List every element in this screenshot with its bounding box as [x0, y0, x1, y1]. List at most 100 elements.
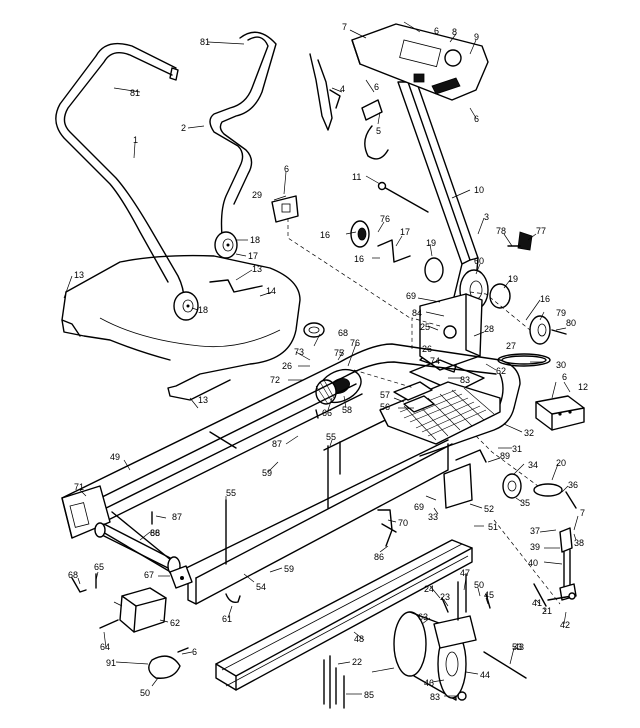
callout-81b: 81 — [130, 88, 140, 98]
console-housing — [351, 23, 489, 101]
callout-6b: 6 — [374, 82, 379, 92]
callout-76a: 76 — [380, 214, 390, 224]
callout-60: 60 — [474, 256, 484, 266]
callout-20: 20 — [556, 458, 566, 468]
fasteners-21-42 — [533, 583, 576, 607]
callout-27: 27 — [506, 341, 516, 351]
callout-85: 85 — [364, 690, 374, 700]
callout-81a: 81 — [200, 37, 210, 47]
pulley-16 — [350, 220, 370, 248]
callout-40: 40 — [528, 558, 538, 568]
callout-3: 3 — [484, 212, 489, 222]
right-handrail — [209, 31, 277, 237]
callout-66b: 66 — [150, 528, 160, 538]
callout-11: 11 — [352, 172, 361, 182]
callout-78: 78 — [496, 226, 506, 236]
callout-75: 75 — [334, 348, 344, 358]
screw-64 — [99, 619, 119, 629]
callout-18a: 18 — [250, 235, 260, 245]
callout-16b: 16 — [354, 254, 364, 264]
callout-6e: 6 — [562, 372, 567, 382]
drive-belt-30 — [497, 353, 551, 367]
callout-77: 77 — [536, 226, 546, 236]
callout-74: 74 — [430, 356, 440, 366]
callout-1: 1 — [133, 135, 138, 145]
callout-22: 22 — [352, 657, 362, 667]
callout-58: 58 — [342, 405, 352, 415]
callout-51: 51 — [488, 522, 498, 532]
callout-25: 25 — [420, 322, 430, 332]
callout-42: 42 — [560, 620, 570, 630]
callout-26b: 26 — [282, 361, 292, 371]
callout-91: 91 — [106, 658, 116, 668]
callout-13a: 13 — [74, 270, 84, 280]
pulley-79 — [529, 315, 567, 345]
callout-73: 73 — [294, 347, 304, 357]
callout-63: 63 — [418, 612, 428, 622]
callout-21: 21 — [542, 606, 552, 616]
callout-67: 67 — [144, 570, 154, 580]
callout-36: 36 — [568, 480, 578, 490]
callout-87a: 87 — [272, 439, 282, 449]
sensor-73 — [303, 322, 325, 338]
callout-6a: 6 — [434, 26, 439, 36]
callout-70: 70 — [398, 518, 408, 528]
callout-30: 30 — [556, 360, 566, 370]
callout-69: 69 — [406, 291, 416, 301]
callout-86: 86 — [374, 552, 384, 562]
callout-26a: 26 — [422, 344, 432, 354]
clip-61 — [225, 593, 241, 604]
ring-20 — [533, 483, 563, 497]
callout-2: 2 — [181, 123, 186, 133]
callout-69b: 69 — [414, 502, 424, 512]
handrail-end-cap-lower — [173, 291, 199, 321]
callout-72: 72 — [270, 375, 280, 385]
front-roller-pulley — [315, 368, 362, 405]
callout-84: 84 — [412, 308, 422, 318]
callout-76b: 76 — [350, 338, 360, 348]
bracket-16 — [377, 239, 411, 263]
callout-39: 39 — [530, 542, 540, 552]
callout-37: 37 — [530, 526, 540, 536]
callout-55b: 55 — [226, 488, 236, 498]
bolts — [151, 409, 465, 565]
motor-hood — [61, 254, 301, 401]
left-handrail — [55, 42, 185, 301]
callout-88: 88 — [150, 528, 160, 538]
callout-19a: 19 — [426, 238, 436, 248]
callout-34: 34 — [528, 460, 538, 470]
callout-41: 41 — [532, 598, 542, 608]
leader-lines — [63, 21, 579, 697]
callout-28: 28 — [484, 324, 494, 334]
callout-47: 47 — [460, 568, 470, 578]
callout-7b: 7 — [580, 508, 585, 518]
callout-31: 31 — [512, 444, 522, 454]
support-70 — [377, 509, 397, 547]
callout-10: 10 — [474, 185, 484, 195]
washer-19-right — [489, 283, 511, 309]
callout-23: 23 — [440, 592, 450, 602]
callout-8: 8 — [452, 27, 457, 37]
callout-9: 9 — [474, 32, 479, 42]
incline-wheel-34 — [502, 473, 522, 499]
callout-17b: 17 — [400, 227, 410, 237]
callout-18b: 18 — [198, 305, 208, 315]
callout-68b: 68 — [68, 570, 78, 580]
callout-17a: 17 — [248, 251, 258, 261]
callout-57: 57 — [380, 390, 390, 400]
belt-strap — [309, 53, 341, 131]
callout-19b: 19 — [508, 274, 518, 284]
callout-68a: 68 — [338, 328, 348, 338]
handrail-end-cap-upper — [214, 231, 238, 259]
leveling-foot-68 — [71, 573, 97, 593]
rear-roller — [94, 522, 181, 576]
bracket-29 — [271, 195, 299, 223]
treadmill-frame — [61, 343, 521, 605]
callout-32: 32 — [524, 428, 534, 438]
walking-belt-48 — [215, 539, 473, 691]
callout-55a: 55 — [326, 432, 336, 442]
callout-6d: 6 — [284, 164, 289, 174]
callout-59a: 59 — [262, 468, 272, 478]
rod-11 — [377, 181, 429, 213]
